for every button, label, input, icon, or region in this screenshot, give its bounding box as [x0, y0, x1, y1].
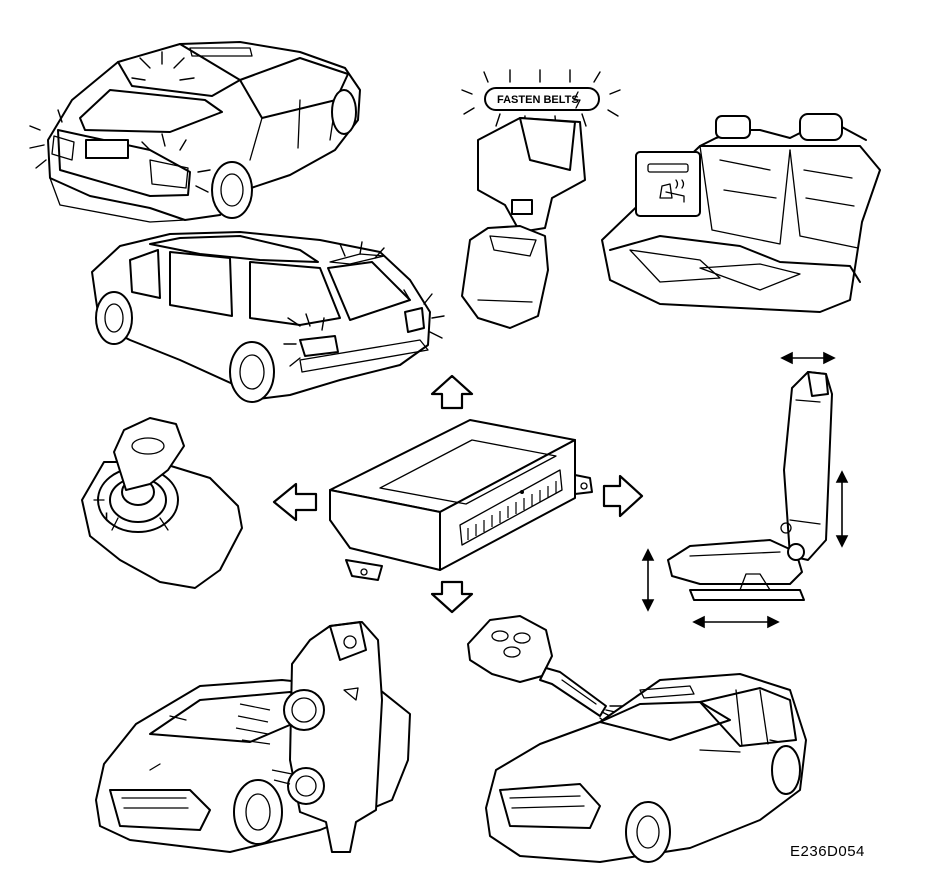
- power-seat-memory: [643, 353, 847, 627]
- wagon-rear-lights: [92, 232, 444, 402]
- figure-reference-code: E236D054: [790, 843, 865, 860]
- seatbelt-reminder: FASTEN BELTS: [462, 70, 620, 328]
- arrow-left: [274, 484, 316, 520]
- key-fob-icon: [492, 631, 530, 657]
- control-module: [330, 420, 592, 580]
- rear-seat-heater: [602, 114, 880, 312]
- arrow-right: [604, 476, 642, 516]
- fasten-belts-label: FASTEN BELTS: [497, 94, 579, 106]
- ignition-switch: I: [82, 418, 242, 588]
- arrow-down: [432, 582, 472, 612]
- key-fob-sedan: [468, 616, 806, 862]
- lightning-icon: [574, 92, 580, 108]
- sedan-rear-lights: [30, 42, 360, 222]
- seat-heater-icon: [660, 180, 684, 202]
- arrow-up: [432, 376, 472, 408]
- svg-text:I: I: [105, 511, 108, 523]
- convertible-door-module: [96, 622, 410, 852]
